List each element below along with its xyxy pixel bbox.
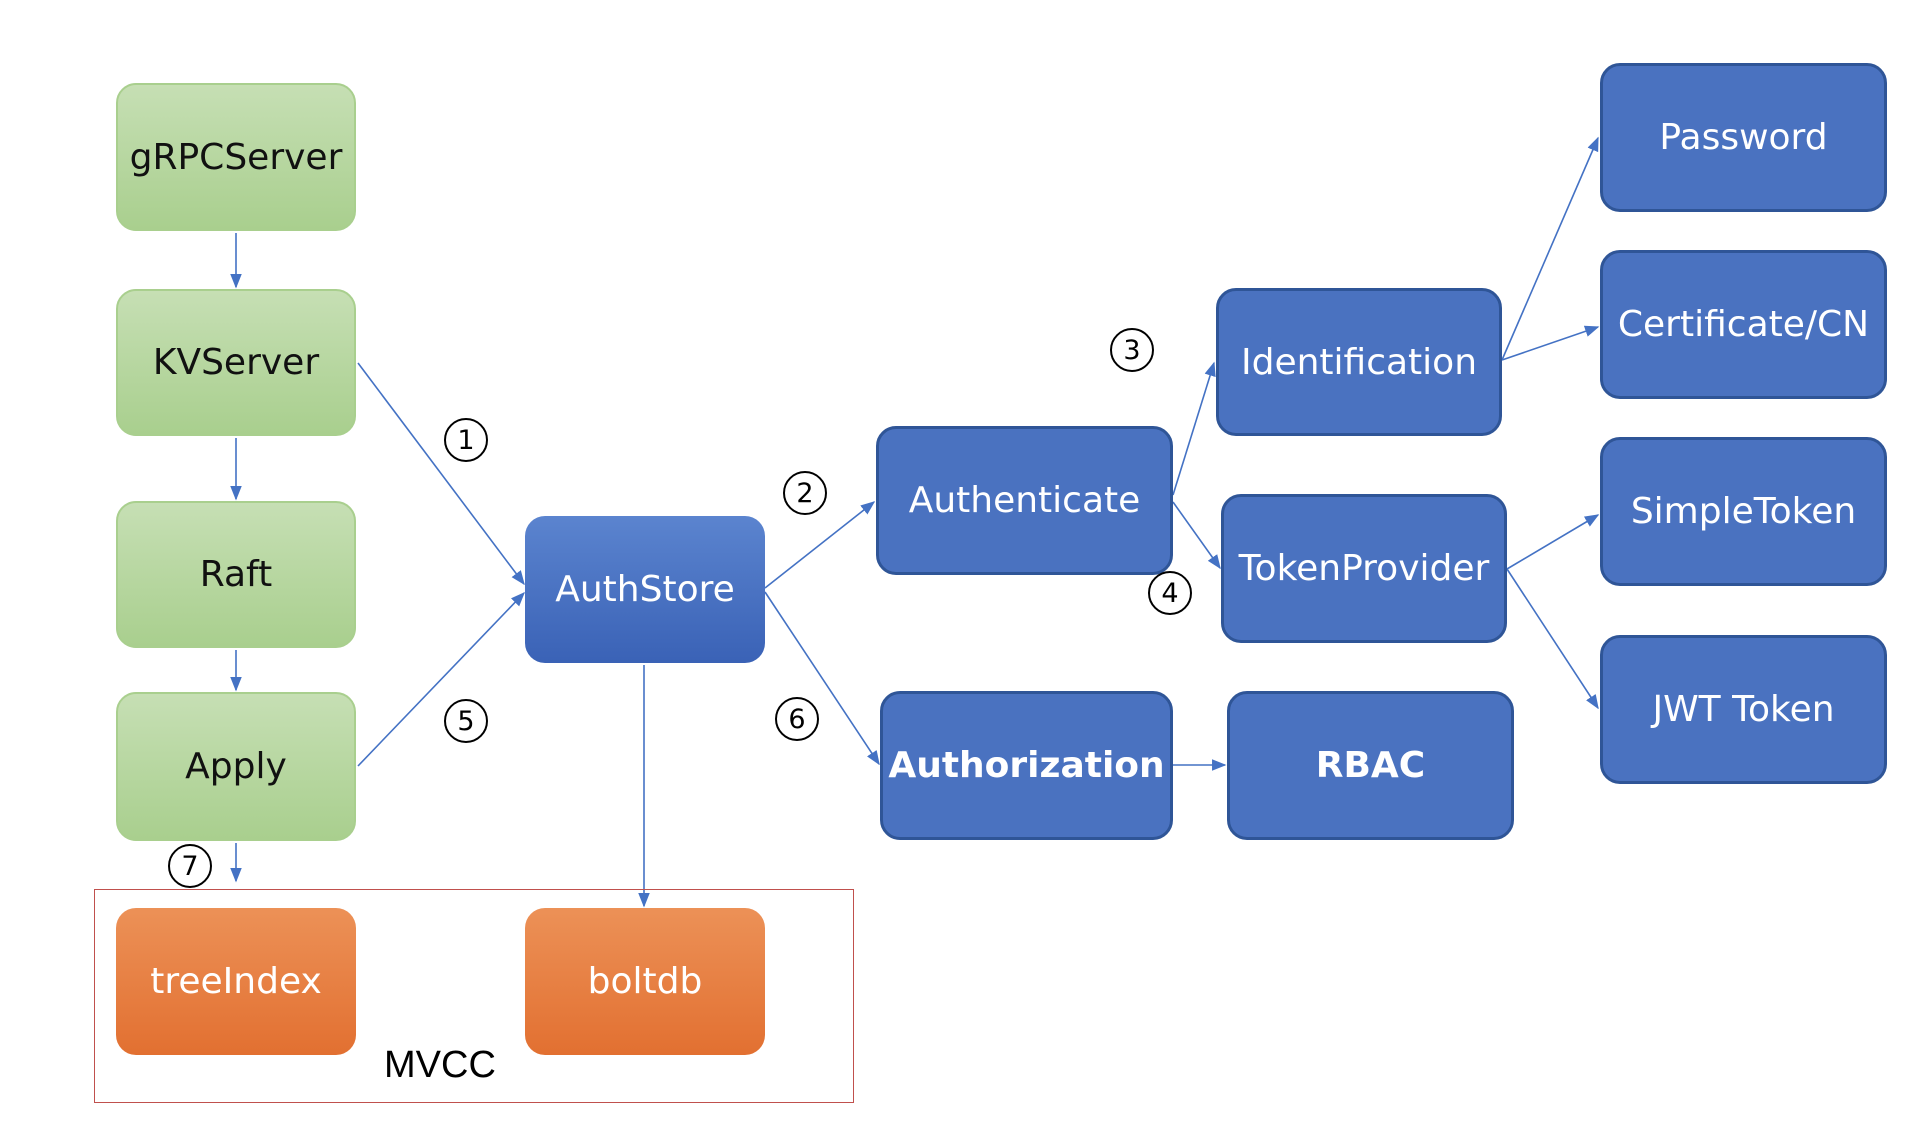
jwttoken-node: JWT Token bbox=[1600, 635, 1887, 784]
edge-authstore-to-authenticate bbox=[764, 501, 876, 589]
authorization-node: Authorization bbox=[880, 691, 1173, 840]
kvserver-node: KVServer bbox=[116, 289, 356, 436]
grpcserver-node: gRPCServer bbox=[116, 83, 356, 231]
edge-authstore-to-authorization bbox=[764, 591, 880, 766]
edge-kv-to-authstore bbox=[357, 362, 525, 586]
authenticate-node: Authenticate bbox=[876, 426, 1173, 575]
edge-tokenprovider-to-simpletoken bbox=[1506, 514, 1600, 570]
step-1-marker: 1 bbox=[444, 418, 488, 462]
rbac-node: RBAC bbox=[1227, 691, 1514, 840]
apply-node: Apply bbox=[116, 692, 356, 841]
raft-node: Raft bbox=[116, 501, 356, 648]
boltdb-node: boltdb bbox=[525, 908, 765, 1055]
edge-apply-to-authstore bbox=[357, 591, 525, 767]
password-node: Password bbox=[1600, 63, 1887, 212]
step-3-marker: 3 bbox=[1110, 328, 1154, 372]
step-2-marker: 2 bbox=[783, 471, 827, 515]
edge-identification-to-certificate bbox=[1501, 325, 1600, 361]
mvcc-group-label: MVCC bbox=[384, 1044, 496, 1086]
step-5-marker: 5 bbox=[444, 699, 488, 743]
edge-tokenprovider-to-jwttoken bbox=[1506, 568, 1599, 710]
simpletoken-node: SimpleToken bbox=[1600, 437, 1887, 586]
tokenprovider-node: TokenProvider bbox=[1221, 494, 1507, 643]
edge-authenticate-to-tokenprovider bbox=[1172, 501, 1221, 570]
step-6-marker: 6 bbox=[775, 697, 819, 741]
authstore-node: AuthStore bbox=[525, 516, 765, 663]
certificate-cn-node: Certificate/CN bbox=[1600, 250, 1887, 399]
mvcc-group-frame bbox=[94, 889, 854, 1103]
identification-node: Identification bbox=[1216, 288, 1502, 436]
edge-authenticate-to-identification bbox=[1172, 361, 1216, 496]
edge-identification-to-password bbox=[1501, 136, 1599, 361]
step-7-marker: 7 bbox=[168, 844, 212, 888]
treeindex-node: treeIndex bbox=[116, 908, 356, 1055]
step-4-marker: 4 bbox=[1148, 571, 1192, 615]
